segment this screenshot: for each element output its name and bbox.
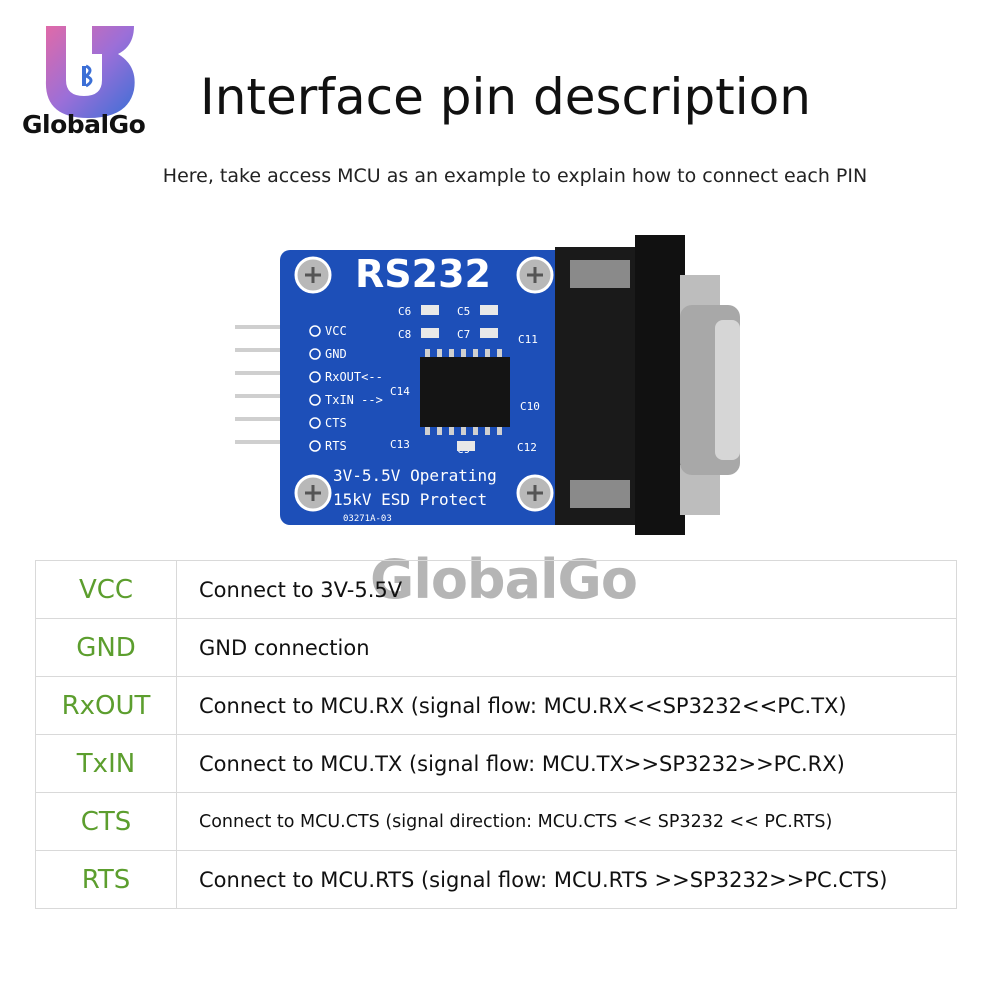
cap-label: C5: [457, 305, 470, 318]
pin-name: CTS: [35, 792, 177, 851]
db9-connector: [555, 235, 740, 535]
table-row: TxIN Connect to MCU.TX (signal flow: MCU…: [35, 734, 957, 793]
board-pin-label: CTS: [325, 416, 347, 430]
pin-description: Connect to MCU.CTS (signal direction: MC…: [176, 792, 957, 851]
cap-label: C7: [457, 328, 470, 341]
cap-label: C8: [398, 328, 411, 341]
board-pin-label: VCC: [325, 324, 347, 338]
board-pin-label: RTS: [325, 439, 347, 453]
pin-name: GND: [35, 618, 177, 677]
globalgo-logo: [45, 26, 135, 118]
board-code-text: 03271A-03: [343, 514, 392, 524]
board-pin-label: RxOUT<--: [325, 370, 383, 384]
pin-name: RxOUT: [35, 676, 177, 735]
cap-label: C6: [398, 305, 411, 318]
board-name: RS232: [355, 252, 491, 296]
pin-description: Connect to MCU.TX (signal flow: MCU.TX>>…: [176, 734, 957, 793]
board-esd-text: 15kV ESD Protect: [333, 490, 487, 509]
ic-chip: [420, 357, 510, 427]
rs232-board-image: RS232 VCC GND RxOUT<-- TxIN --> CTS RTS …: [235, 235, 740, 535]
cap-label: C13: [390, 438, 410, 451]
table-row: RxOUT Connect to MCU.RX (signal flow: MC…: [35, 676, 957, 735]
table-row: CTS Connect to MCU.CTS (signal direction…: [35, 792, 957, 851]
screw-icon: [294, 256, 554, 512]
logo-text: GlobalGo: [22, 110, 146, 139]
table-row: GND GND connection: [35, 618, 957, 677]
cap-label: C10: [520, 400, 540, 413]
pin-table: VCC Connect to 3V-5.5V GND GND connectio…: [35, 560, 957, 909]
pin-name: TxIN: [35, 734, 177, 793]
page-title: Interface pin description: [200, 68, 811, 126]
pin-name: RTS: [35, 850, 177, 909]
pin-description: Connect to MCU.RTS (signal flow: MCU.RTS…: [176, 850, 957, 909]
cap-label: C12: [517, 441, 537, 454]
pin-description: Connect to MCU.RX (signal flow: MCU.RX<<…: [176, 676, 957, 735]
pin-name: VCC: [35, 560, 177, 619]
board-pin-label: TxIN -->: [325, 393, 383, 407]
page-subtitle: Here, take access MCU as an example to e…: [162, 165, 868, 187]
cap-label: C14: [390, 385, 410, 398]
board-voltage-text: 3V-5.5V Operating: [333, 466, 497, 485]
pin-description: Connect to 3V-5.5V: [176, 560, 957, 619]
cap-label: C11: [518, 333, 538, 346]
pin-description: GND connection: [176, 618, 957, 677]
board-pin-label: GND: [325, 347, 347, 361]
table-row: VCC Connect to 3V-5.5V: [35, 560, 957, 619]
table-row: RTS Connect to MCU.RTS (signal flow: MCU…: [35, 850, 957, 909]
